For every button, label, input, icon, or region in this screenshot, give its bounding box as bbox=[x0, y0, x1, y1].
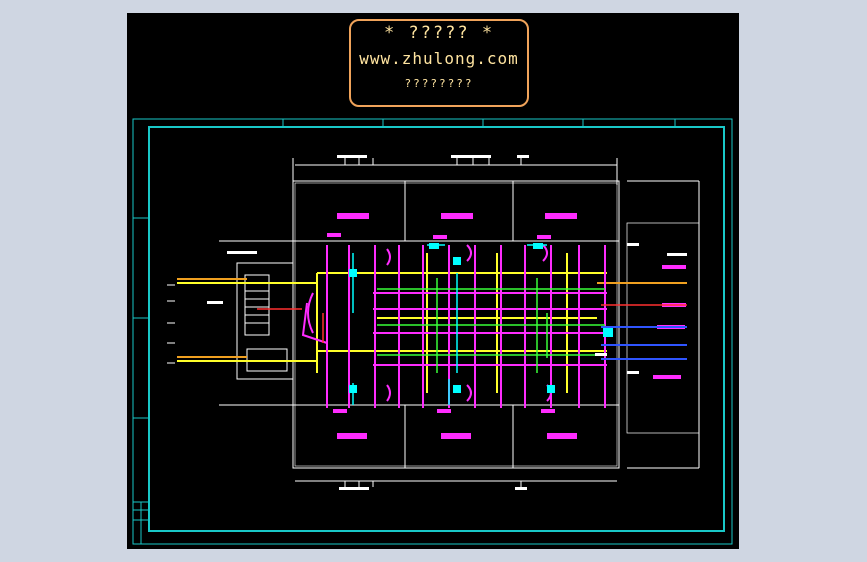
stamp-website: www.zhulong.com bbox=[359, 49, 519, 68]
green-pipes bbox=[377, 278, 605, 373]
floor-plan-drawing bbox=[132, 118, 733, 545]
annotation-marks bbox=[207, 155, 687, 490]
yellow-pipes bbox=[177, 253, 607, 393]
cad-viewport[interactable]: * ????? * www.zhulong.com ???????? bbox=[127, 13, 739, 549]
stamp-caption: ???????? bbox=[404, 77, 474, 90]
dimension-ticks bbox=[167, 158, 522, 487]
building-walls bbox=[219, 158, 700, 482]
stamp-title: * ????? * bbox=[383, 23, 495, 43]
blue-pipes bbox=[601, 326, 687, 360]
red-pipes bbox=[257, 304, 687, 343]
watermark-stamp: * ????? * www.zhulong.com ???????? bbox=[349, 19, 529, 107]
orange-pipes bbox=[177, 278, 687, 358]
cyan-symbols bbox=[349, 243, 613, 393]
drawing-frame bbox=[132, 118, 733, 545]
magenta-labels bbox=[327, 213, 686, 439]
magenta-ducts bbox=[301, 244, 607, 408]
frame-ticks bbox=[133, 119, 676, 419]
